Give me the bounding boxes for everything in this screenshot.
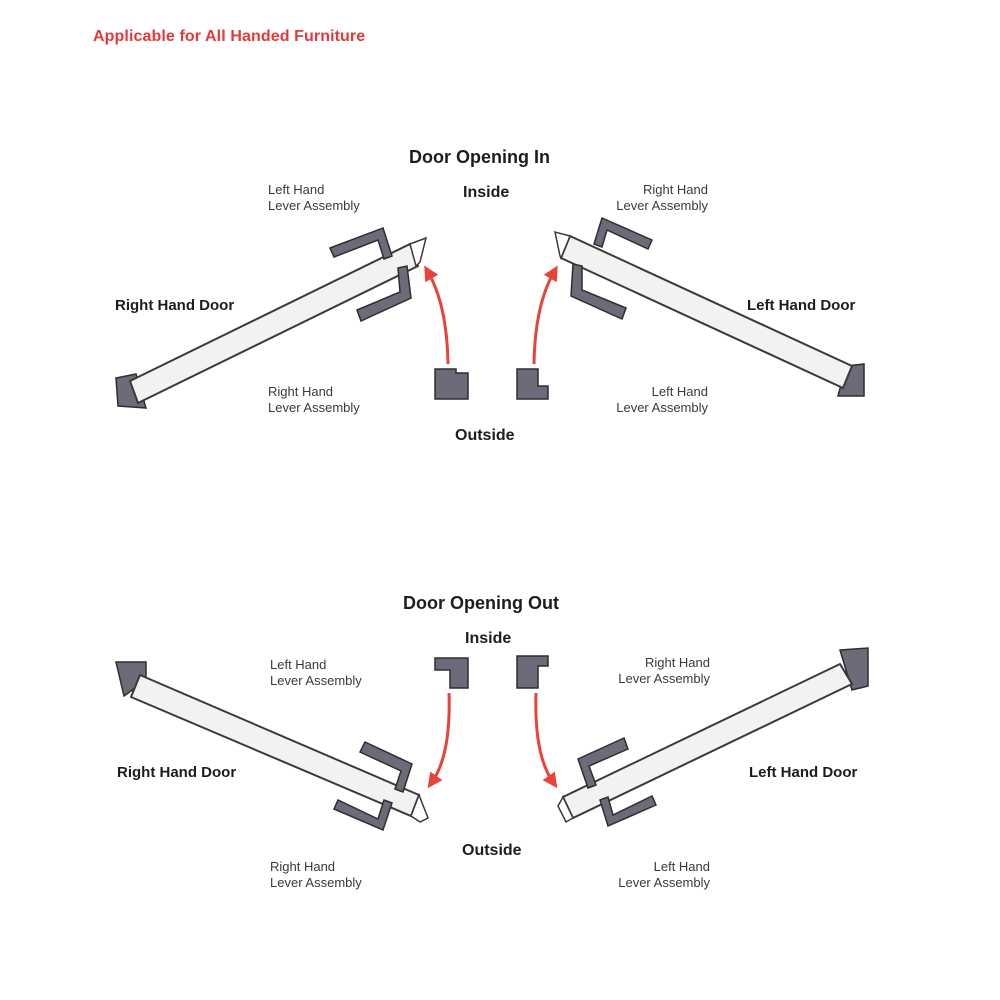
- lever-handle-icon: [356, 265, 412, 323]
- door-assembly-in-left: [115, 227, 469, 409]
- right-hand-door-label-out: Right Hand Door: [117, 764, 237, 781]
- lever-handle-icon: [570, 263, 627, 321]
- door-edge-icon: [554, 230, 572, 260]
- lever-handle-icon: [577, 736, 629, 789]
- lever-label-in-bottom-right: Left Hand Lever Assembly: [616, 384, 708, 416]
- door-edge-icon: [557, 795, 574, 824]
- door-stop-icon: [434, 657, 469, 689]
- lever-handle-icon: [328, 227, 393, 260]
- door-leaf-icon: [561, 662, 854, 820]
- swing-arrow-icon: [424, 265, 450, 365]
- lever-label-in-bottom-left: Right Hand Lever Assembly: [268, 384, 360, 416]
- door-edge-icon: [410, 792, 429, 823]
- lever-handle-icon: [599, 794, 657, 828]
- left-hand-door-label-out: Left Hand Door: [749, 764, 858, 781]
- lever-label-in-top-right: Right Hand Lever Assembly: [616, 182, 708, 214]
- inside-label-out: Inside: [465, 630, 512, 647]
- lever-handle-icon: [593, 216, 653, 251]
- outside-label-out: Outside: [462, 842, 522, 859]
- lever-handle-icon: [333, 798, 393, 832]
- door-leaf-icon: [129, 673, 421, 818]
- lever-label-out-top-left: Left Hand Lever Assembly: [270, 657, 362, 689]
- swing-arrow-icon: [534, 692, 558, 789]
- door-edge-icon: [409, 236, 428, 268]
- lever-label-out-bottom-right: Left Hand Lever Assembly: [618, 859, 710, 891]
- door-assembly-out-right: [516, 647, 869, 828]
- door-stop-icon: [516, 655, 549, 689]
- swing-arrow-icon: [427, 692, 451, 789]
- door-stop-icon: [434, 368, 469, 400]
- lever-handle-icon: [358, 741, 413, 793]
- door-assembly-out-left: [115, 657, 469, 832]
- left-hand-door-label-in: Left Hand Door: [747, 297, 856, 314]
- page-header: Applicable for All Handed Furniture: [93, 28, 366, 45]
- lever-label-in-top-left: Left Hand Lever Assembly: [268, 182, 360, 214]
- door-leaf-icon: [559, 234, 854, 390]
- outside-label-in: Outside: [455, 427, 515, 444]
- right-hand-door-label-in: Right Hand Door: [115, 297, 235, 314]
- lever-label-out-bottom-left: Right Hand Lever Assembly: [270, 859, 362, 891]
- section-title-opening-in: Door Opening In: [409, 147, 550, 167]
- lever-label-out-top-right: Right Hand Lever Assembly: [618, 655, 710, 687]
- door-leaf-icon: [128, 242, 420, 405]
- section-title-opening-out: Door Opening Out: [403, 593, 559, 613]
- swing-arrow-icon: [532, 265, 558, 365]
- door-assembly-in-right: [516, 216, 865, 400]
- door-stop-icon: [516, 368, 549, 400]
- inside-label-in: Inside: [463, 184, 510, 201]
